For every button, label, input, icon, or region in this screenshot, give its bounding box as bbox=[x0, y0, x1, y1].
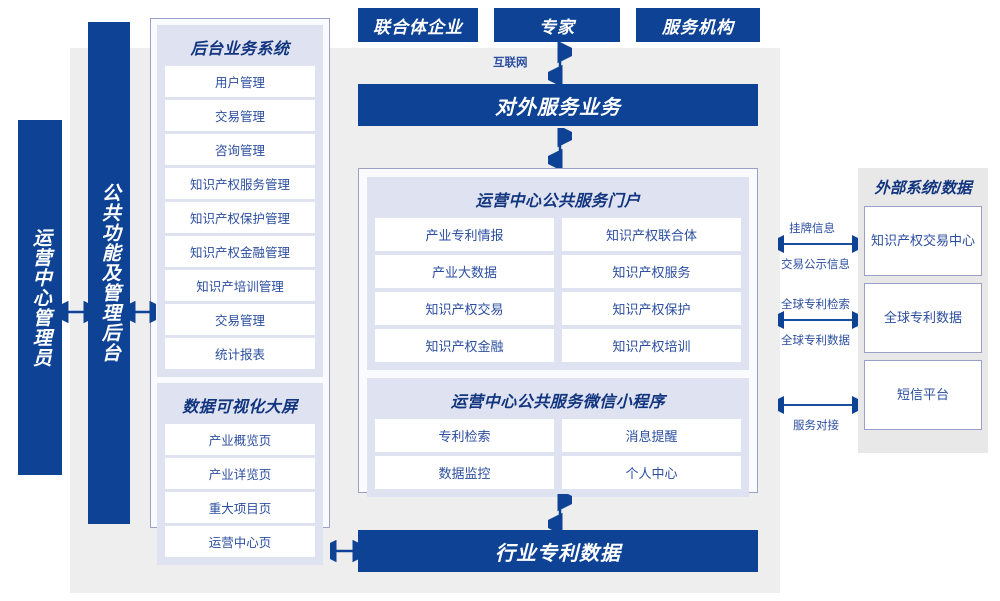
list-item[interactable]: 知识产培训管理 bbox=[165, 270, 315, 301]
list-item[interactable]: 专利检索 bbox=[375, 419, 554, 452]
list-item[interactable]: 交易管理 bbox=[165, 304, 315, 335]
external-item-ip-trading-center[interactable]: 知识产权 交易中心 bbox=[864, 206, 982, 276]
portal-grid: 产业专利情报 知识产权联合体 产业大数据 知识产权服务 知识产权交易 知识产权保… bbox=[375, 218, 741, 362]
external-systems-column: 外部系统/数据 知识产权 交易中心 全球专利 数据 短信平台 bbox=[858, 168, 988, 453]
label-listing-info: 挂牌信息 bbox=[789, 223, 835, 235]
panel-public-service-portal: 运营中心公共服务门户 产业专利情报 知识产权联合体 产业大数据 知识产权服务 知… bbox=[367, 177, 749, 370]
panel-data-visualization-screen: 数据可视化大屏 产业概览页 产业详览页 重大项目页 运营中心页 bbox=[157, 383, 323, 565]
panel-title-data-visualization: 数据可视化大屏 bbox=[182, 399, 298, 416]
list-item[interactable]: 知识产权服务管理 bbox=[165, 168, 315, 199]
external-item-line2: 交易中心 bbox=[923, 233, 976, 249]
vertical-bar-operations-admin[interactable]: 运营中心管理员 bbox=[18, 120, 62, 475]
external-item-line2: 数据 bbox=[936, 310, 963, 326]
label-internet: 互联网 bbox=[493, 57, 528, 69]
list-item[interactable]: 产业概览页 bbox=[165, 424, 315, 455]
list-item[interactable]: 重大项目页 bbox=[165, 492, 315, 523]
label-service-docking: 服务对接 bbox=[793, 420, 839, 432]
label-global-patent-data: 全球专利数据 bbox=[781, 335, 850, 347]
miniprogram-grid: 专利检索 消息提醒 数据监控 个人中心 bbox=[375, 419, 741, 489]
list-item[interactable]: 数据监控 bbox=[375, 456, 554, 489]
vertical-bar-public-backend[interactable]: 公共功能及管理后台 bbox=[88, 22, 130, 524]
list-item[interactable]: 知识产权金融 bbox=[375, 329, 554, 362]
label-global-patent-search: 全球专利检索 bbox=[781, 299, 850, 311]
list-item[interactable]: 知识产权服务 bbox=[562, 255, 741, 288]
list-item[interactable]: 知识产权联合体 bbox=[562, 218, 741, 251]
arrow-admin-to-public bbox=[62, 300, 90, 324]
arrow-external-sms-platform bbox=[778, 396, 858, 414]
list-item[interactable]: 产业详览页 bbox=[165, 458, 315, 489]
arrow-backend-to-industry-data bbox=[330, 539, 360, 563]
list-item[interactable]: 消息提醒 bbox=[562, 419, 741, 452]
external-item-global-patent-data[interactable]: 全球专利 数据 bbox=[864, 283, 982, 353]
list-item[interactable]: 知识产权交易 bbox=[375, 292, 554, 325]
center-panel-group: 运营中心公共服务门户 产业专利情报 知识产权联合体 产业大数据 知识产权服务 知… bbox=[358, 168, 758, 497]
list-item[interactable]: 知识产权保护管理 bbox=[165, 202, 315, 233]
list-item[interactable]: 知识产权培训 bbox=[562, 329, 741, 362]
list-item[interactable]: 咨询管理 bbox=[165, 134, 315, 165]
arrow-service-to-center bbox=[548, 128, 572, 168]
list-item[interactable]: 知识产权保护 bbox=[562, 292, 741, 325]
panel-title-wechat-miniprogram: 运营中心公共服务微信小程序 bbox=[450, 394, 666, 411]
industry-patent-data-bar[interactable]: 行业专利数据 bbox=[358, 530, 758, 572]
external-item-sms-platform[interactable]: 短信平台 bbox=[864, 360, 982, 430]
external-item-line1: 短信平台 bbox=[896, 387, 949, 403]
external-item-line1: 知识产权 bbox=[870, 233, 923, 249]
list-item[interactable]: 知识产权金融管理 bbox=[165, 236, 315, 267]
external-item-line1: 全球专利 bbox=[883, 310, 936, 326]
arrow-external-global-patent bbox=[778, 311, 858, 329]
list-item[interactable]: 产业大数据 bbox=[375, 255, 554, 288]
actor-box-service-agency[interactable]: 服务机构 bbox=[636, 8, 760, 42]
actor-box-expert[interactable]: 专家 bbox=[494, 8, 620, 42]
list-item[interactable]: 交易管理 bbox=[165, 100, 315, 131]
panel-title-backend-business-system: 后台业务系统 bbox=[190, 41, 290, 58]
panel-wechat-miniprogram: 运营中心公共服务微信小程序 专利检索 消息提醒 数据监控 个人中心 bbox=[367, 378, 749, 497]
arrow-internet-vertical bbox=[548, 42, 572, 86]
panel-title-public-service-portal: 运营中心公共服务门户 bbox=[475, 193, 641, 210]
actor-box-alliance-enterprise[interactable]: 联合体企业 bbox=[358, 8, 478, 42]
list-item[interactable]: 运营中心页 bbox=[165, 526, 315, 557]
label-transaction-public-info: 交易公示信息 bbox=[781, 259, 850, 271]
list-item[interactable]: 产业专利情报 bbox=[375, 218, 554, 251]
external-service-business-bar[interactable]: 对外服务业务 bbox=[358, 84, 758, 126]
list-item[interactable]: 统计报表 bbox=[165, 338, 315, 369]
arrow-center-to-industry-data bbox=[548, 494, 572, 532]
arrow-public-to-backend bbox=[130, 300, 156, 324]
backend-column: 后台业务系统 用户管理 交易管理 咨询管理 知识产权服务管理 知识产权保护管理 … bbox=[150, 18, 330, 565]
external-systems-title: 外部系统/数据 bbox=[874, 180, 972, 197]
panel-backend-business-system: 后台业务系统 用户管理 交易管理 咨询管理 知识产权服务管理 知识产权保护管理 … bbox=[157, 25, 323, 377]
arrow-external-trading-center bbox=[778, 235, 858, 253]
list-item[interactable]: 用户管理 bbox=[165, 66, 315, 97]
list-item[interactable]: 个人中心 bbox=[562, 456, 741, 489]
